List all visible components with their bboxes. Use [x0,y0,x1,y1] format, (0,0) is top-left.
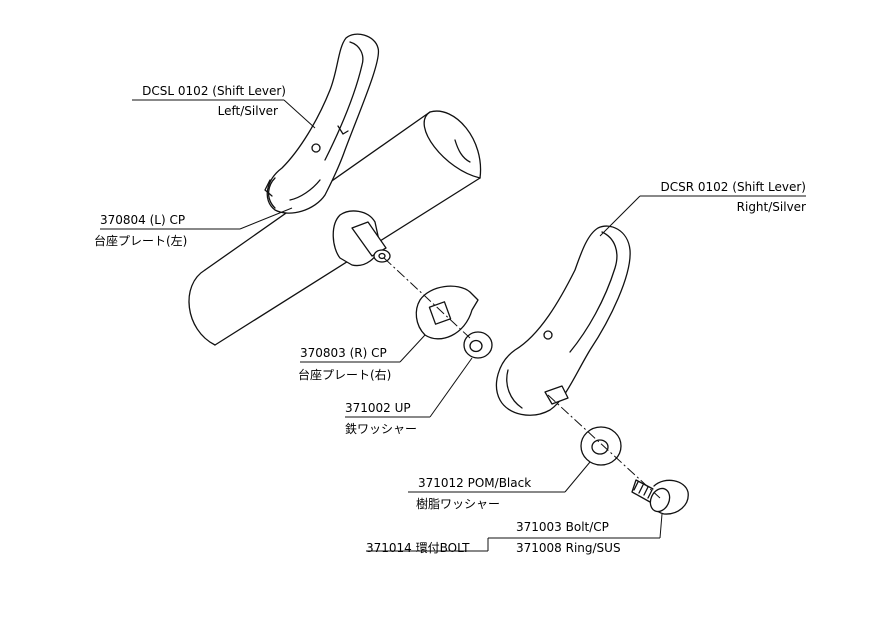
right-plate-code: 370803 (R) CP [300,346,387,360]
resin-washer [580,426,622,466]
leader-lines [100,99,806,552]
right-lever-code: DCSR 0102 (Shift Lever) [660,180,806,194]
bolt-code: 371003 Bolt/CP [516,520,609,534]
iron-washer-name: 鉄ワッシャー [345,422,418,436]
left-plate-code: 370804 (L) CP [100,213,186,227]
ring-code: 371008 Ring/SUS [516,541,621,555]
assembly-axis-right [547,394,661,499]
resin-washer-code: 371012 POM/Black [418,476,532,490]
left-lever-variant: Left/Silver [217,104,278,118]
ring-bolt [631,479,689,515]
resin-washer-name: 樹脂ワッシャー [416,497,501,511]
right-base-plate [415,285,479,340]
iron-washer-code: 371002 UP [345,401,411,415]
left-base-plate [332,210,391,267]
assembly-axis-left [383,257,471,339]
right-shift-lever [495,225,631,416]
left-shift-lever [264,33,380,214]
iron-washer [463,331,493,359]
right-lever-variant: Right/Silver [736,200,806,214]
right-plate-name: 台座プレート(右) [298,368,392,382]
ring-bolt-code: 371014 環付BOLT [366,541,470,555]
left-plate-name: 台座プレート(左) [94,234,188,248]
left-lever-code: DCSL 0102 (Shift Lever) [142,84,286,98]
